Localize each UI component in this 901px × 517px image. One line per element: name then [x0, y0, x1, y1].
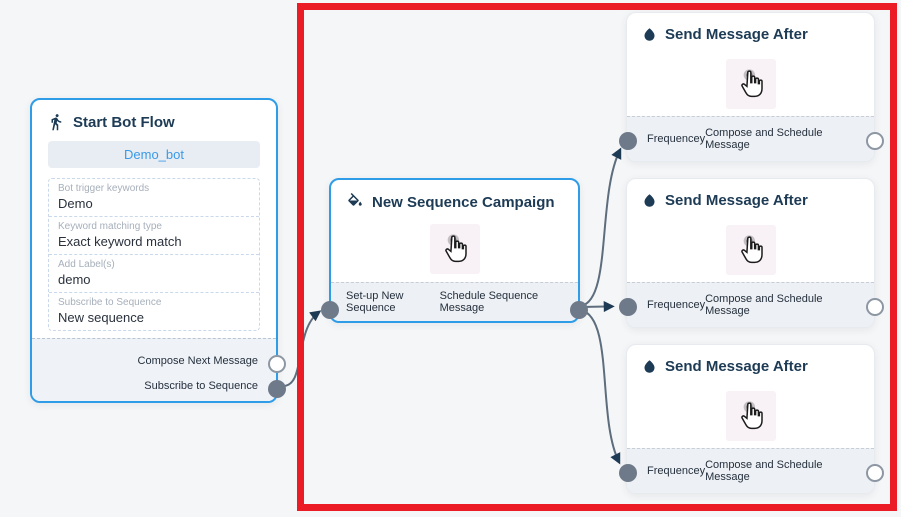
field-bot-trigger-keywords[interactable]: Bot trigger keywords Demo — [49, 179, 259, 217]
node-send-message-after-3[interactable]: Send Message After Frequencey Compose an… — [619, 344, 884, 494]
port-output-compose-and-schedule-message[interactable] — [866, 298, 884, 316]
node-send-message-after-1[interactable]: Send Message After Frequencey Compose an… — [619, 12, 884, 162]
port-output-schedule-sequence-message[interactable] — [570, 301, 588, 319]
hand-cursor-icon — [444, 234, 467, 263]
node-send-message-after-2[interactable]: Send Message After Frequencey Compose an… — [619, 178, 884, 328]
port-output-compose-next-message[interactable] — [268, 355, 286, 373]
node-start-bot-flow[interactable]: Start Bot Flow Demo_bot Bot trigger keyw… — [30, 98, 286, 403]
send-message-after-footer: Frequencey Compose and Schedule Message — [627, 282, 874, 327]
walking-person-icon — [47, 113, 65, 131]
node-send-message-after-header: Send Message After — [627, 13, 874, 49]
port-input-frequencey[interactable] — [619, 464, 637, 482]
output-label-schedule-sequence-message: Schedule Sequence Message — [439, 290, 539, 314]
bot-name-button[interactable]: Demo_bot — [48, 141, 260, 168]
start-bot-fields: Bot trigger keywords Demo Keyword matchi… — [48, 178, 260, 331]
field-value: Demo — [58, 196, 93, 211]
node-send-message-after-header: Send Message After — [627, 179, 874, 215]
output-label-compose-next-message: Compose Next Message — [137, 355, 258, 367]
node-start-bot-flow-header: Start Bot Flow — [32, 100, 276, 137]
node-new-sequence-campaign[interactable]: New Sequence Campaign Set-up New Sequenc… — [321, 178, 588, 323]
connection-campaign-to-send-3[interactable] — [580, 309, 621, 465]
water-drop-icon — [642, 192, 657, 209]
send-message-after-footer: Frequencey Compose and Schedule Message — [627, 116, 874, 161]
input-label-frequencey: Frequencey — [647, 133, 706, 145]
field-add-labels[interactable]: Add Label(s) demo — [49, 255, 259, 293]
port-input-set-up-new-sequence[interactable] — [321, 301, 339, 319]
node-title: Send Message After — [665, 358, 808, 375]
input-label-frequencey: Frequencey — [647, 465, 706, 477]
port-output-subscribe-to-sequence[interactable] — [268, 380, 286, 398]
node-send-message-after-header: Send Message After — [627, 345, 874, 381]
input-label-frequencey: Frequencey — [647, 299, 706, 311]
field-label: Add Label(s) — [58, 259, 115, 270]
paint-bucket-icon — [346, 193, 364, 211]
configure-node-button[interactable] — [429, 224, 480, 274]
node-new-sequence-campaign-header: New Sequence Campaign — [331, 180, 578, 217]
field-value: demo — [58, 272, 91, 287]
node-title: New Sequence Campaign — [372, 193, 555, 211]
hand-cursor-icon — [740, 69, 763, 98]
port-input-frequencey[interactable] — [619, 132, 637, 150]
node-title: Send Message After — [665, 26, 808, 43]
node-title: Start Bot Flow — [73, 113, 175, 131]
field-value: New sequence — [58, 310, 144, 325]
connection-start-to-campaign[interactable] — [280, 310, 322, 388]
configure-node-button[interactable] — [725, 59, 776, 109]
water-drop-icon — [642, 358, 657, 375]
port-output-compose-and-schedule-message[interactable] — [866, 464, 884, 482]
field-subscribe-to-sequence[interactable]: Subscribe to Sequence New sequence — [49, 293, 259, 330]
hand-cursor-icon — [740, 401, 763, 430]
water-drop-icon — [642, 26, 657, 43]
output-label-compose-and-schedule-message: Compose and Schedule Message — [705, 459, 823, 483]
port-input-frequencey[interactable] — [619, 298, 637, 316]
configure-node-button[interactable] — [725, 225, 776, 275]
field-label: Subscribe to Sequence — [58, 297, 162, 308]
new-sequence-campaign-footer: Set-up New Sequence Schedule Sequence Me… — [331, 282, 578, 321]
connection-campaign-to-send-1[interactable] — [580, 147, 622, 307]
field-label: Keyword matching type — [58, 221, 162, 232]
input-label-set-up-new-sequence: Set-up New Sequence — [346, 290, 404, 314]
field-keyword-matching-type[interactable]: Keyword matching type Exact keyword matc… — [49, 217, 259, 255]
field-value: Exact keyword match — [58, 234, 182, 249]
field-label: Bot trigger keywords — [58, 183, 150, 194]
output-label-compose-and-schedule-message: Compose and Schedule Message — [705, 127, 823, 151]
output-label-compose-and-schedule-message: Compose and Schedule Message — [705, 293, 823, 317]
send-message-after-footer: Frequencey Compose and Schedule Message — [627, 448, 874, 493]
configure-node-button[interactable] — [725, 391, 776, 441]
port-output-compose-and-schedule-message[interactable] — [866, 132, 884, 150]
output-label-subscribe-to-sequence: Subscribe to Sequence — [144, 380, 258, 392]
start-bot-flow-footer: Compose Next Message Subscribe to Sequen… — [32, 338, 276, 401]
node-title: Send Message After — [665, 192, 808, 209]
hand-cursor-icon — [740, 235, 763, 264]
